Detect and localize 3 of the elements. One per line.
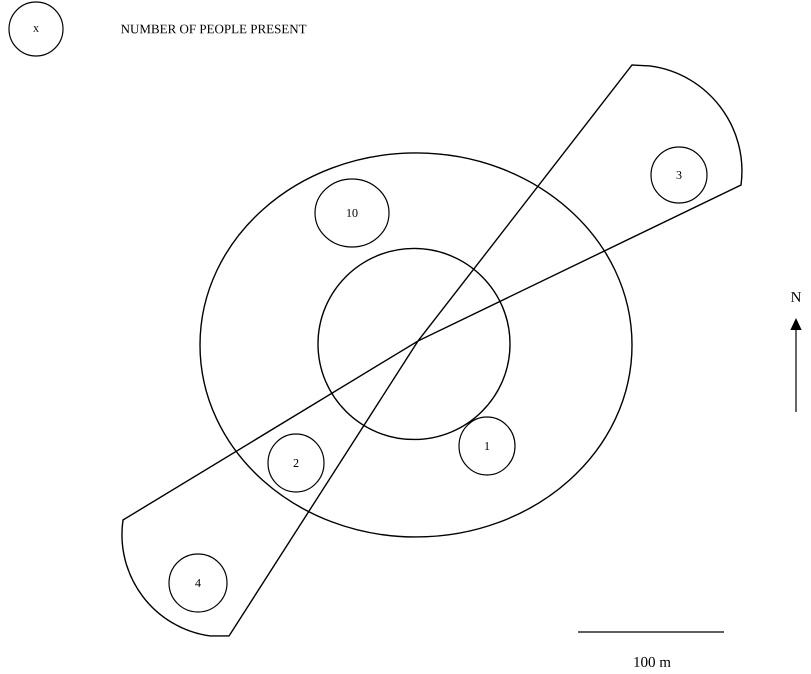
north-label: N [791,292,802,302]
legend-text: NUMBER OF PEOPLE PRESENT [120,24,306,34]
scale-label: 100 m [634,656,671,668]
